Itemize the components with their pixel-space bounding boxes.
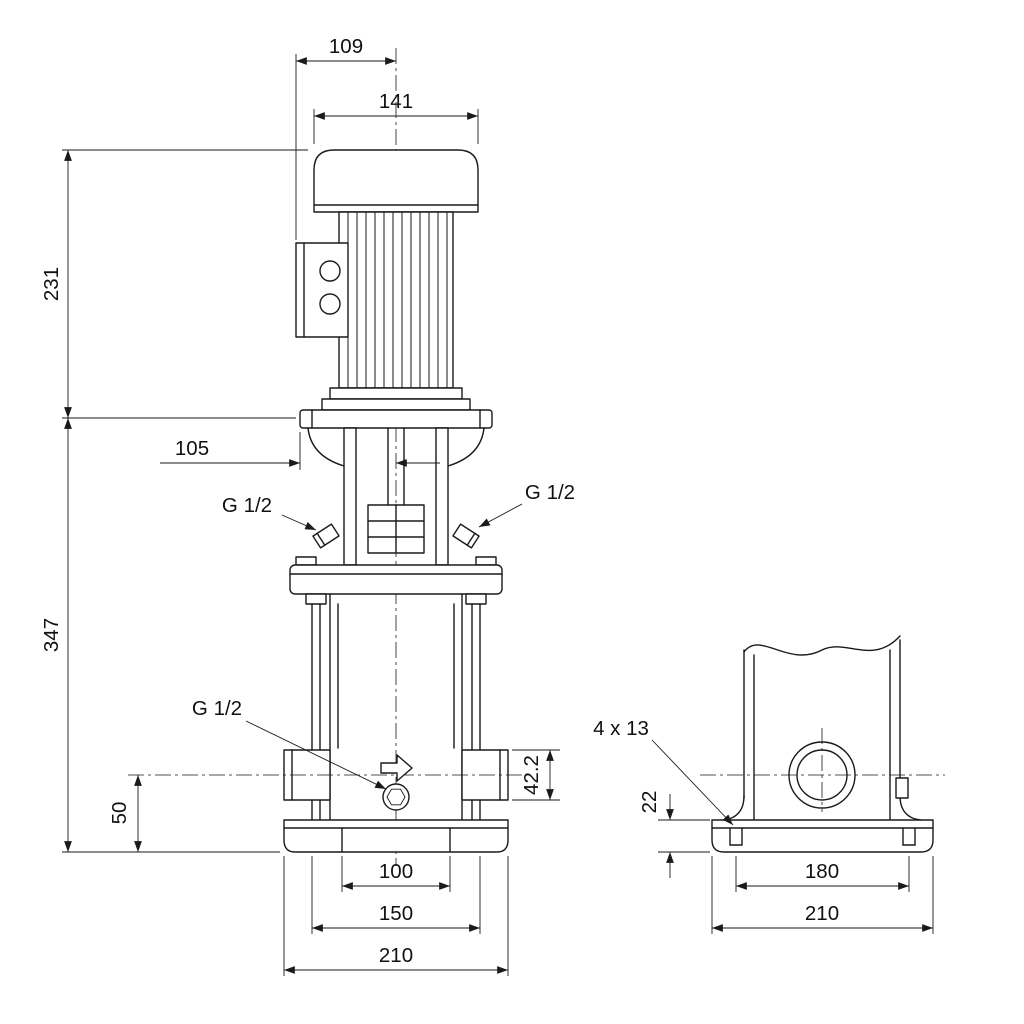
dim-42-2: 42.2 bbox=[512, 749, 560, 801]
side-sleeve bbox=[700, 635, 945, 822]
drain-plug-circle bbox=[382, 783, 410, 811]
flare-left bbox=[717, 795, 745, 822]
motor-fan-cover bbox=[313, 149, 479, 213]
break-line bbox=[743, 635, 901, 656]
flow-direction-arrow-icon bbox=[380, 754, 413, 782]
base-outline bbox=[283, 819, 509, 853]
dimensions-side: 4 x 13 22 180 210 bbox=[593, 717, 934, 934]
dim-label-22: 22 bbox=[638, 791, 661, 814]
dim-label-180: 180 bbox=[805, 860, 839, 883]
cable-entry-hole-top bbox=[319, 260, 341, 282]
plug-label-g12-left: G 1/2 bbox=[222, 494, 272, 517]
motor-flange-lower bbox=[321, 398, 471, 411]
staybolt-nut-right bbox=[465, 593, 487, 605]
motor-stool-plate bbox=[299, 409, 493, 429]
dim-100: 100 bbox=[341, 856, 451, 892]
dim-50: 50 bbox=[108, 775, 142, 852]
stool-column-left bbox=[343, 427, 357, 566]
dim-label-141: 141 bbox=[379, 90, 413, 113]
drain-plug-hex bbox=[386, 788, 406, 806]
stool-column-right bbox=[435, 427, 449, 566]
dim-22: 22 bbox=[638, 791, 710, 878]
bolt-holes-label: 4 x 13 bbox=[593, 717, 649, 740]
dim-label-210-front: 210 bbox=[379, 944, 413, 967]
dim-label-100: 100 bbox=[379, 860, 413, 883]
dim-210-front: 210 bbox=[283, 856, 509, 976]
flange-boss-left bbox=[295, 556, 317, 566]
side-base-outline bbox=[711, 819, 934, 853]
dim-label-231: 231 bbox=[40, 267, 63, 301]
staybolt-nut-left bbox=[305, 593, 327, 605]
callout-g12-right: G 1/2 bbox=[478, 481, 575, 528]
front-view: 109 141 231 347 bbox=[40, 35, 575, 976]
cable-entry-hole-bottom bbox=[319, 293, 341, 315]
flare-right bbox=[899, 795, 927, 822]
motor bbox=[295, 149, 493, 429]
side-view: 4 x 13 22 180 210 bbox=[593, 635, 945, 934]
callout-g12-left: G 1/2 bbox=[222, 494, 317, 531]
dim-231: 231 bbox=[40, 149, 308, 419]
motor-stool bbox=[307, 427, 485, 566]
plug-label-g12-right: G 1/2 bbox=[525, 481, 575, 504]
vent-plug-left bbox=[312, 523, 340, 549]
dim-label-105: 105 bbox=[175, 437, 209, 460]
dim-150: 150 bbox=[311, 856, 481, 934]
plug-label-g12-drain: G 1/2 bbox=[192, 697, 242, 720]
dim-label-50: 50 bbox=[108, 802, 131, 825]
vent-plug-right bbox=[452, 523, 480, 549]
dim-105: 105 bbox=[160, 432, 440, 470]
bolt-slot-right bbox=[902, 827, 916, 846]
clamp-detail bbox=[895, 777, 909, 799]
stool-curve-right bbox=[447, 427, 485, 467]
stool-curve-left bbox=[307, 427, 345, 467]
dim-347: 347 bbox=[40, 418, 280, 853]
flange-boss-right bbox=[475, 556, 497, 566]
drain-plug bbox=[380, 754, 413, 811]
dim-label-109: 109 bbox=[329, 35, 363, 58]
dim-label-150: 150 bbox=[379, 902, 413, 925]
dim-180: 180 bbox=[735, 856, 910, 892]
dim-label-210-side: 210 bbox=[805, 902, 839, 925]
side-base bbox=[711, 819, 934, 853]
pump-base bbox=[283, 819, 509, 853]
motor-body bbox=[338, 211, 454, 389]
bolt-slot-left bbox=[729, 827, 743, 846]
motor-cooling-fins bbox=[347, 212, 448, 388]
dim-label-42-2: 42.2 bbox=[520, 755, 543, 795]
pump-head-flange bbox=[289, 556, 503, 595]
callout-g12-drain: G 1/2 bbox=[192, 697, 387, 790]
dim-141: 141 bbox=[313, 90, 479, 144]
head-flange-body bbox=[289, 564, 503, 595]
dimensions-front: 109 141 231 347 bbox=[40, 35, 575, 976]
callout-bolt-holes: 4 x 13 bbox=[593, 717, 734, 826]
dim-109: 109 bbox=[295, 35, 396, 240]
motor-flange-upper bbox=[329, 387, 463, 400]
dim-label-347: 347 bbox=[40, 618, 63, 652]
dim-210-side: 210 bbox=[711, 856, 934, 934]
